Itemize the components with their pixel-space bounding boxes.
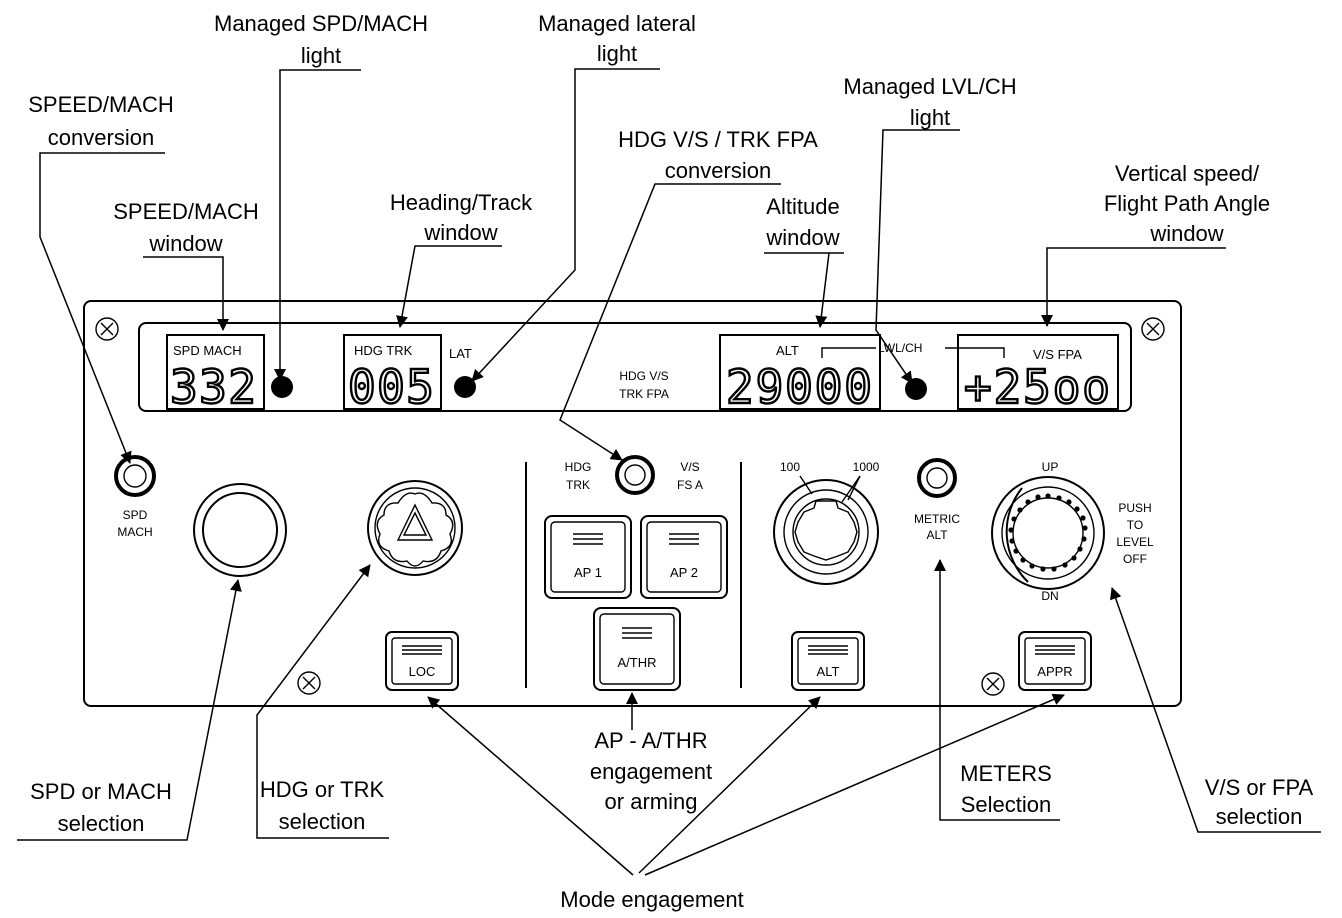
callout-altitude-window-line2: window [765, 225, 839, 250]
callout-speed-window-line2: window [148, 231, 222, 256]
metric-alt-button[interactable] [917, 458, 957, 498]
screw-icon [297, 671, 321, 695]
callout-heading-window-line1: Heading/Track [390, 190, 533, 215]
callout-speed-conversion-line1: SPEED/MACH [28, 92, 173, 117]
loc-label: LOC [409, 664, 436, 679]
callout-vs-window-line1: Vertical speed/ [1115, 161, 1260, 186]
to-label: TO [1127, 518, 1143, 532]
callout-managed-spd-line2: light [301, 43, 341, 68]
vs-fpa-value: +25oo [964, 360, 1112, 414]
callout-hdg-conversion-line2: conversion [665, 158, 771, 183]
callout-managed-spd-line1: Managed SPD/MACH [214, 11, 428, 36]
metric-alt-label-1: METRIC [914, 512, 960, 526]
callout-vs-selection-line1: V/S or FPA [1205, 775, 1314, 800]
callout-meters-line1: METERS [960, 761, 1052, 786]
managed-lvl-ch-light [905, 378, 927, 400]
callout-ap-athr-line1: AP - A/THR [594, 728, 707, 753]
alt-button[interactable]: ALT [791, 631, 865, 691]
lvl-ch-label: LWL/CH [878, 341, 922, 355]
callout-vs-selection-line2: selection [1216, 804, 1303, 829]
appr-button[interactable]: APPR [1018, 631, 1092, 691]
callout-vs-window-line2: Flight Path Angle [1104, 191, 1270, 216]
appr-label: APPR [1037, 664, 1072, 679]
vs-fpa-window-label: V/S FPA [1033, 347, 1082, 362]
callout-vs-window-line3: window [1149, 221, 1223, 246]
lvl-ch-bracket: LWL/CH [821, 341, 1005, 358]
callout-spd-selection-line1: SPD or MACH [30, 779, 172, 804]
vs-knob-up-label: UP [1042, 460, 1059, 474]
ap2-button[interactable]: AP 2 [640, 515, 728, 599]
callout-managed-lvl-line1: Managed LVL/CH [843, 74, 1016, 99]
display-strip [138, 322, 1132, 412]
hdg-vs-center-label-2: TRK FPA [619, 387, 669, 401]
leader-lines [17, 68, 1321, 876]
hdg-vs-trk-fpa-button[interactable] [615, 455, 655, 495]
callout-altitude-window-line1: Altitude [766, 194, 839, 219]
callout-heading-window-line2: window [423, 220, 497, 245]
spd-mach-button-label-1: SPD [123, 508, 148, 522]
ap1-button[interactable]: AP 1 [544, 515, 632, 599]
altitude-window-label: ALT [776, 343, 799, 358]
screw-icon [1141, 317, 1165, 341]
hdg-trk-label-1: HDG [565, 460, 592, 474]
callout-hdg-selection-line2: selection [279, 809, 366, 834]
callout-meters-line2: Selection [961, 792, 1052, 817]
screw-icon [95, 317, 119, 341]
push-label: PUSH [1118, 501, 1151, 515]
spd-mach-value: 332 [170, 360, 258, 414]
callout-mode-engagement: Mode engagement [560, 887, 743, 912]
ap2-label: AP 2 [670, 565, 698, 580]
spd-mach-button-label-2: MACH [117, 525, 152, 539]
callout-hdg-selection-line1: HDG or TRK [260, 777, 385, 802]
loc-button[interactable]: LOC [385, 631, 459, 691]
athr-label: A/THR [618, 655, 657, 670]
spd-mach-window: SPD MACH 332 [166, 334, 265, 415]
vs-fpa-label-1: V/S [680, 460, 699, 474]
hdg-trk-label-2: TRK [566, 478, 590, 492]
spd-mach-button[interactable] [114, 455, 156, 497]
altitude-knob[interactable] [773, 475, 879, 585]
vs-fpa-knob[interactable] [991, 476, 1105, 590]
managed-lateral-light [454, 376, 476, 398]
callout-speed-window-line1: SPEED/MACH [113, 199, 258, 224]
level-label: LEVEL [1116, 535, 1154, 549]
ap1-label: AP 1 [574, 565, 602, 580]
callout-spd-selection-line2: selection [58, 811, 145, 836]
screw-icon [981, 672, 1005, 696]
vs-fpa-label-2: FS A [677, 478, 703, 492]
alt-button-label: ALT [817, 664, 840, 679]
hdg-trk-value: 005 [348, 360, 436, 414]
off-label: OFF [1123, 552, 1147, 566]
hdg-trk-knob[interactable] [367, 480, 463, 576]
callout-managed-lateral-line2: light [597, 41, 637, 66]
spd-mach-window-label: SPD MACH [173, 343, 242, 358]
callout-speed-conversion-line2: conversion [48, 125, 154, 150]
athr-button[interactable]: A/THR [593, 607, 681, 691]
alt-scale-1000: 1000 [853, 460, 880, 474]
vs-knob-dn-label: DN [1041, 589, 1058, 603]
vs-fpa-window: V/S FPA +25oo [957, 334, 1119, 415]
vs-knob-arc [1005, 487, 1029, 583]
spd-mach-knob[interactable] [193, 483, 287, 577]
altitude-window: ALT 29000 [719, 334, 881, 415]
callout-ap-athr-line2: engagement [590, 759, 712, 784]
managed-spd-mach-light [271, 376, 293, 398]
callout-hdg-conversion-line1: HDG V/S / TRK FPA [618, 127, 818, 152]
altitude-value: 29000 [726, 360, 874, 414]
callout-managed-lvl-line2: light [910, 105, 950, 130]
callout-managed-lateral-line1: Managed lateral [538, 11, 696, 36]
hdg-trk-window: HDG TRK 005 [343, 334, 442, 415]
lat-label: LAT [449, 346, 472, 361]
hdg-vs-center-label-1: HDG V/S [619, 369, 668, 383]
metric-alt-label-2: ALT [926, 528, 948, 542]
hdg-trk-window-label: HDG TRK [354, 343, 413, 358]
callout-ap-athr-line3: or arming [605, 789, 698, 814]
alt-scale-100: 100 [780, 460, 800, 474]
